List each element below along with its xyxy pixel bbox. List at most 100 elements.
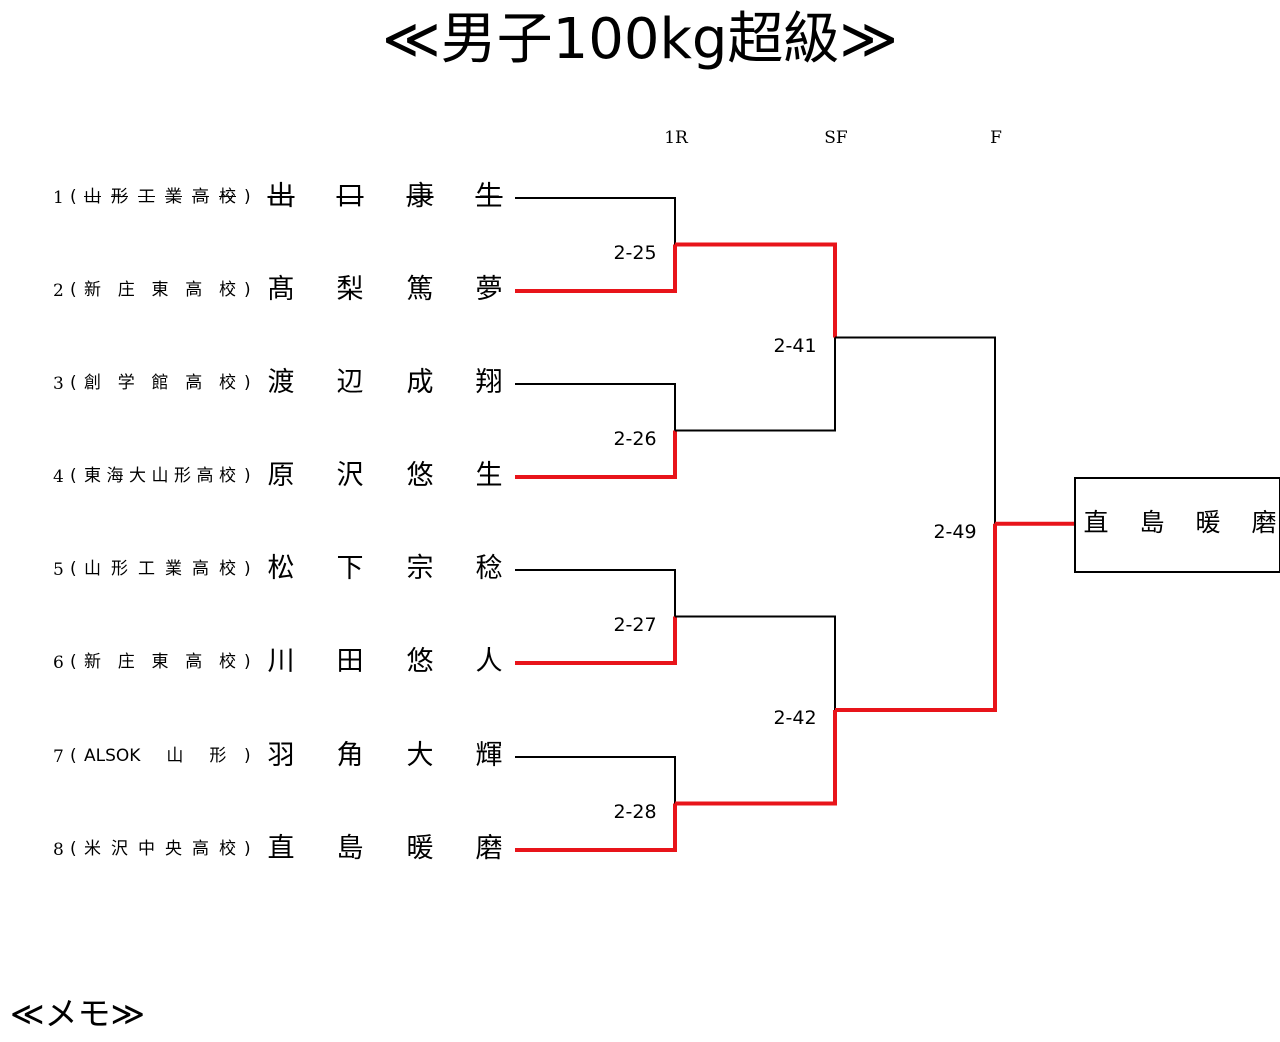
bracket-line-r1 bbox=[515, 616, 677, 665]
entry-school: 創学館高校 bbox=[84, 372, 236, 394]
school-char: 庄 bbox=[117, 280, 135, 300]
athlete-name-char: 生 bbox=[475, 181, 503, 212]
match-number: 2-26 bbox=[613, 427, 657, 450]
school-char: 山 bbox=[166, 746, 184, 766]
bracket-line-r1 bbox=[515, 756, 676, 804]
paren-open: ( bbox=[70, 280, 77, 300]
entry-school: 山形工業高校 bbox=[84, 558, 236, 580]
athlete-name-char: 夢 bbox=[475, 274, 503, 305]
bracket-line-sf bbox=[675, 615, 836, 710]
winner-name-char: 磨 bbox=[1251, 508, 1277, 537]
winner-name-char: 暖 bbox=[1195, 508, 1221, 537]
school-char: 形 bbox=[111, 187, 128, 207]
school-char: 高 bbox=[185, 373, 203, 393]
school-char: 工 bbox=[138, 559, 155, 579]
athlete-name-char: 角 bbox=[336, 740, 364, 771]
bracket-line-r1 bbox=[515, 803, 677, 852]
athlete-name-char: 辺 bbox=[336, 367, 364, 398]
school-char: 形 bbox=[111, 559, 128, 579]
athlete-name-char: 川 bbox=[267, 646, 295, 677]
school-char: 校 bbox=[219, 466, 236, 486]
athlete-name-char: 沢 bbox=[336, 460, 364, 491]
match-number: 2-49 bbox=[933, 520, 977, 543]
athlete-name-char: 稔 bbox=[475, 553, 503, 584]
school-char: 工 bbox=[138, 187, 155, 207]
school-char: 業 bbox=[165, 559, 182, 579]
paren-open: ( bbox=[70, 839, 77, 859]
athlete-name-char: 田 bbox=[336, 646, 364, 677]
match-number: 2-27 bbox=[613, 613, 657, 636]
match-number: 2-41 bbox=[773, 334, 817, 357]
entry-seed: 7 bbox=[53, 747, 64, 767]
athlete-name-char: 松 bbox=[267, 553, 295, 584]
bracket-line-r1 bbox=[515, 244, 677, 293]
page-title: ≪男子100kg超級≫ bbox=[381, 7, 899, 72]
paren-close: ) bbox=[244, 746, 251, 766]
athlete-name-char: 康 bbox=[406, 181, 434, 212]
athlete-name-char: 大 bbox=[406, 740, 434, 771]
bracket-line-r1 bbox=[515, 430, 677, 479]
athlete-name-char: 翔 bbox=[475, 367, 503, 398]
school-char: 高 bbox=[196, 466, 214, 486]
school-char: 米 bbox=[84, 839, 101, 859]
entry-seed: 8 bbox=[53, 840, 64, 860]
school-char: 山 bbox=[84, 559, 101, 579]
athlete-name-char: 直 bbox=[267, 833, 295, 864]
athlete-name-char: 下 bbox=[336, 553, 364, 584]
school-char: 東 bbox=[151, 280, 169, 300]
entry-row: 3(創学館高校)渡辺成翔 bbox=[0, 364, 520, 404]
school-char: 高 bbox=[192, 839, 209, 859]
paren-open: ( bbox=[70, 187, 77, 207]
school-char: 校 bbox=[219, 839, 236, 859]
school-char: 校 bbox=[219, 187, 236, 207]
athlete-name-char: 出 bbox=[267, 181, 295, 212]
entry-school: 新庄東高校 bbox=[84, 279, 236, 301]
school-char: 海 bbox=[106, 466, 124, 486]
match-number: 2-42 bbox=[773, 707, 817, 729]
round-label-1r: 1R bbox=[664, 128, 688, 148]
school-char: 東 bbox=[84, 466, 101, 486]
winner-name-char: 直 bbox=[1083, 508, 1109, 537]
bracket-line-sf bbox=[675, 710, 837, 806]
paren-open: ( bbox=[70, 746, 77, 766]
entry-school: 米沢中央高校 bbox=[84, 838, 236, 860]
bracket-line-final bbox=[835, 523, 997, 712]
memo-heading: ≪メモ≫ bbox=[10, 994, 146, 1033]
school-char: 山 bbox=[151, 466, 169, 486]
school-char: 学 bbox=[117, 373, 135, 393]
athlete-name-char: 悠 bbox=[406, 646, 434, 677]
school-char: 校 bbox=[219, 373, 236, 393]
school-char: 新 bbox=[84, 652, 101, 672]
entry-school: 山形工業高校 bbox=[84, 186, 236, 208]
school-char: 央 bbox=[165, 839, 182, 859]
winner-name-char: 島 bbox=[1139, 508, 1165, 537]
bracket-line-sf bbox=[675, 242, 837, 338]
school-char: 高 bbox=[185, 652, 203, 672]
school-char: 高 bbox=[192, 559, 209, 579]
athlete-name-char: 悠 bbox=[406, 460, 434, 491]
entry-row: 4(東海大山形高校)原沢悠生 bbox=[0, 457, 520, 497]
school-char: ALSOK bbox=[84, 746, 141, 766]
school-char: 高 bbox=[192, 187, 209, 207]
paren-close: ) bbox=[244, 280, 251, 300]
paren-close: ) bbox=[244, 839, 251, 859]
entry-seed: 1 bbox=[53, 188, 64, 208]
school-char: 館 bbox=[151, 373, 169, 393]
school-char: 校 bbox=[219, 280, 236, 300]
entry-row: 1(山形工業高校)出口康生 bbox=[0, 178, 520, 218]
athlete-name-char: 成 bbox=[406, 367, 434, 398]
bracket-line-r1 bbox=[515, 383, 676, 431]
school-char: 業 bbox=[165, 187, 182, 207]
school-char: 創 bbox=[84, 373, 101, 393]
school-char: 庄 bbox=[117, 652, 135, 672]
round-label-f: F bbox=[990, 128, 1002, 148]
entry-seed: 3 bbox=[53, 374, 64, 394]
paren-close: ) bbox=[244, 187, 251, 207]
paren-open: ( bbox=[70, 652, 77, 672]
athlete-name-char: 宗 bbox=[406, 553, 434, 584]
entry-seed: 5 bbox=[53, 560, 64, 580]
match-number: 2-28 bbox=[613, 800, 657, 823]
entry-row: 2(新庄東高校)髙梨篤夢 bbox=[0, 271, 520, 311]
athlete-name-char: 人 bbox=[475, 646, 503, 677]
